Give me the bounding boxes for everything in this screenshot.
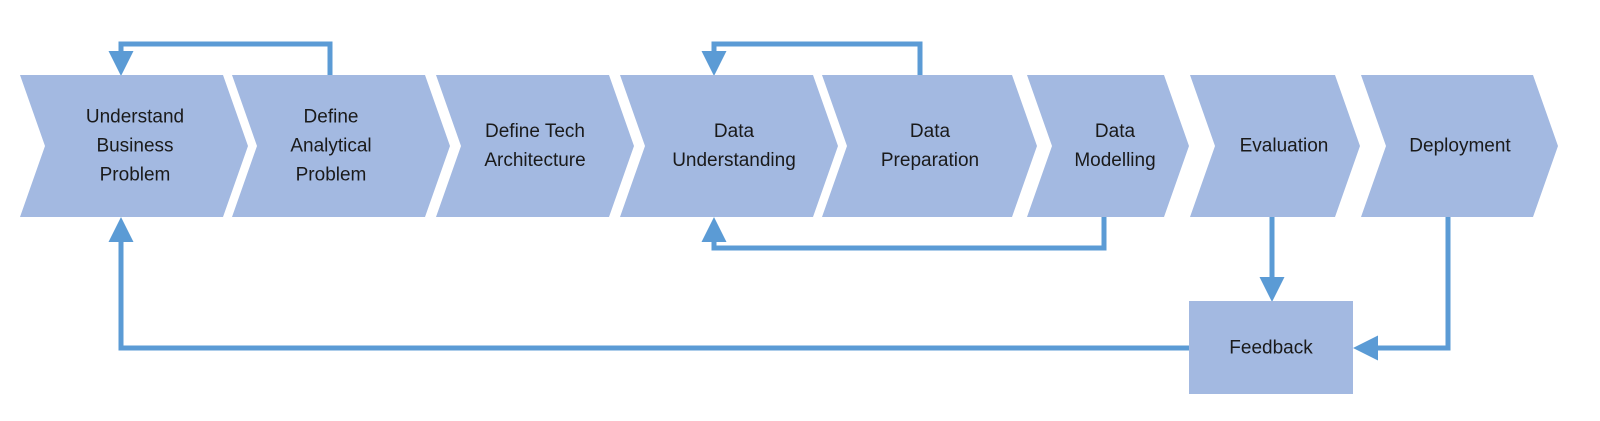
step-label-line: Business (96, 136, 173, 157)
step-label-line: Data (714, 121, 755, 142)
step-label-line: Understanding (672, 150, 796, 171)
step-label-line: Data (910, 121, 951, 142)
step-label-line: Architecture (484, 150, 585, 171)
chevron-shape (20, 75, 248, 217)
chevron-shape (620, 75, 838, 217)
chevron-shape (822, 75, 1037, 217)
process-steps: UnderstandBusinessProblemDefineAnalytica… (20, 75, 1558, 217)
step-label-line: Define (304, 107, 359, 128)
step-deployment: Deployment (1361, 75, 1558, 217)
step-label-line: Problem (296, 165, 367, 186)
step-label-line: Analytical (290, 136, 371, 157)
feedback-box (1189, 301, 1353, 394)
feedback-group: Feedback (1189, 301, 1353, 394)
connector-define-analytical-problem-to-understand-business-problem (108, 41, 333, 76)
connectors (108, 41, 1451, 361)
step-label-line: Evaluation (1240, 136, 1329, 157)
connector-deployment-to-feedback (1353, 217, 1451, 361)
connector-data-modelling-to-data-understanding (701, 217, 1107, 251)
connector-feedback-to-understand-business-problem (108, 217, 1189, 351)
step-label-line: Understand (86, 107, 184, 128)
chevron-shape (1027, 75, 1189, 217)
step-label-line: Data (1095, 121, 1136, 142)
step-label-line: Problem (100, 165, 171, 186)
chevron-shape (436, 75, 634, 217)
feedback-label: Feedback (1229, 338, 1313, 359)
step-label-line: Preparation (881, 150, 979, 171)
step-label-line: Define Tech (485, 121, 585, 142)
connector-data-preparation-to-data-understanding (701, 41, 923, 76)
chevron-shape (1190, 75, 1360, 217)
chevron-shape (232, 75, 450, 217)
step-evaluation: Evaluation (1190, 75, 1360, 217)
step-label-line: Deployment (1409, 136, 1511, 157)
chevron-shape (1361, 75, 1558, 217)
step-label-line: Modelling (1074, 150, 1155, 171)
